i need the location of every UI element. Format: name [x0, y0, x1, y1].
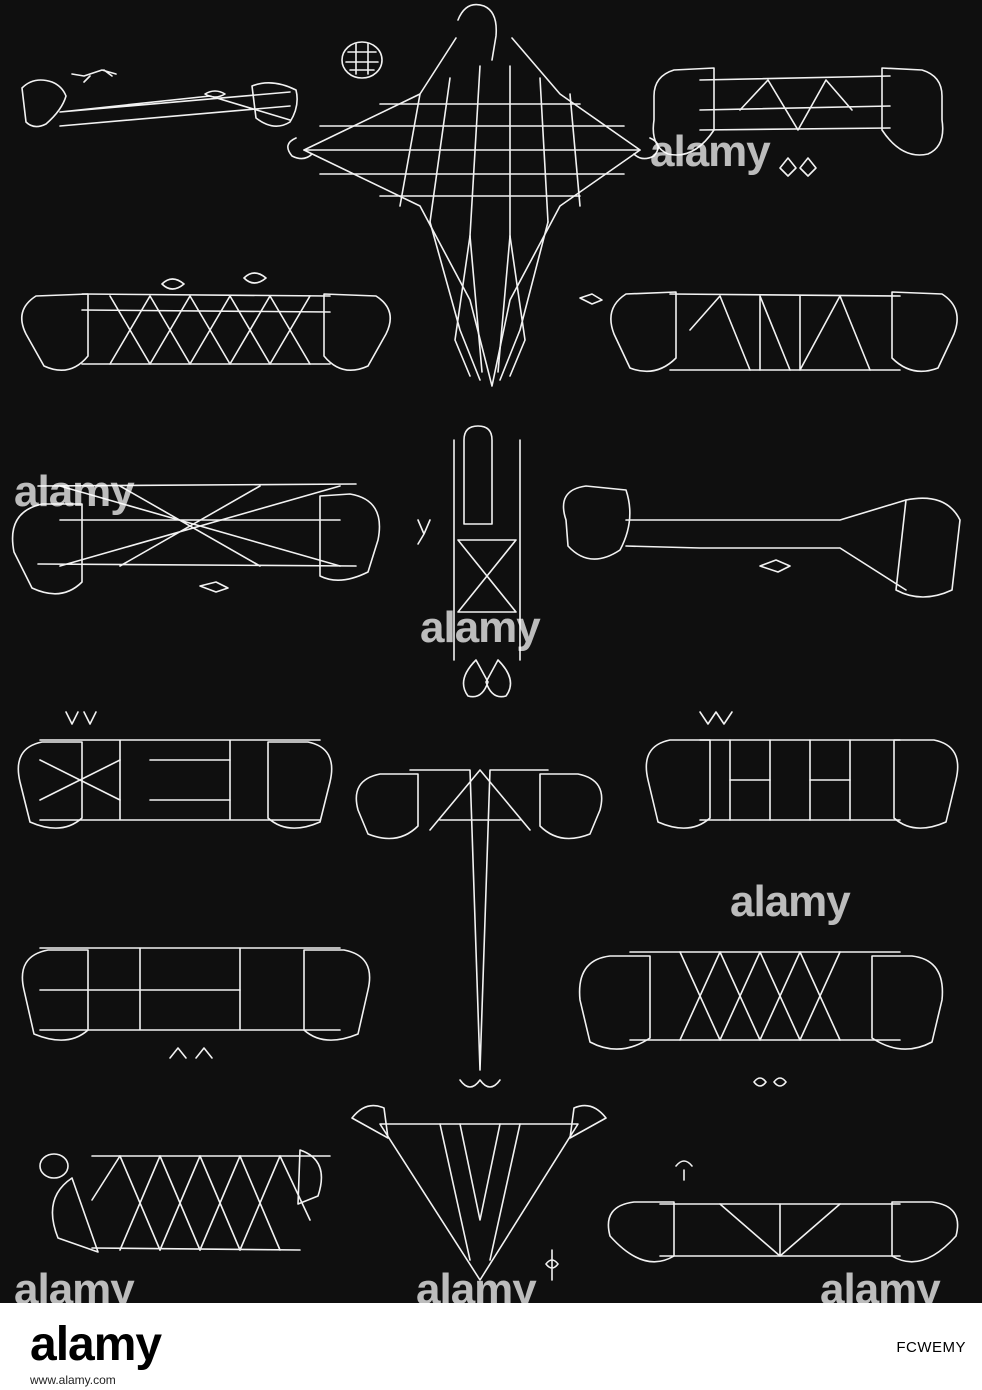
- left-hand-4: [610, 291, 677, 373]
- left-hand-10: [578, 955, 651, 1050]
- eye-symbols-2: [753, 1077, 787, 1087]
- turtle-shell-icon: [341, 41, 383, 79]
- turtle-shell-icon-2: [39, 1153, 69, 1179]
- eye-symbols: [161, 272, 267, 290]
- watermark: alamy: [420, 603, 541, 652]
- lizard-symbol-1: [71, 69, 117, 83]
- nose-lips: [459, 1079, 501, 1088]
- wave-symbol: [699, 711, 733, 725]
- watermark: alamy: [416, 1265, 537, 1304]
- stock-footer: alamy FCWEMY www.alamy.com: [0, 1303, 982, 1390]
- triangle-figure-2: [351, 1104, 607, 1281]
- string-figure-8: [645, 711, 959, 829]
- left-hand-5: [11, 503, 83, 595]
- bird-symbol-4: [169, 1047, 213, 1059]
- triangle-figure-1: [355, 769, 603, 1088]
- string-figure-2: [652, 67, 944, 177]
- footer-caption[interactable]: www.alamy.com: [30, 1373, 116, 1387]
- string-figure-5: [11, 483, 381, 595]
- bird-symbol-2: [417, 519, 431, 545]
- string-figure-12: [607, 1160, 959, 1263]
- string-figure-6: [562, 485, 961, 598]
- fish-symbol: [579, 293, 603, 305]
- left-hand-9: [21, 949, 89, 1041]
- net-figure: [287, 3, 659, 387]
- string-figure-1: [21, 69, 298, 128]
- watermark: alamy: [650, 127, 771, 176]
- bird-symbol-1: [779, 157, 817, 177]
- string-figure-11: [39, 1149, 331, 1253]
- watermark: alamy: [14, 467, 135, 516]
- bird-symbol-3: [759, 559, 791, 573]
- left-hand-8: [645, 739, 711, 829]
- plant-symbol: [65, 711, 97, 725]
- string-figure-9: [21, 947, 371, 1059]
- string-figures-drawing: [11, 3, 961, 1281]
- watermark: alamy: [730, 877, 851, 926]
- left-hand-7: [17, 741, 83, 829]
- string-figures-plate: alamy alamy alamy alamy alamy alamy alam…: [0, 0, 982, 1303]
- alamy-logo[interactable]: alamy: [30, 1318, 162, 1371]
- left-hand-12: [607, 1201, 675, 1263]
- left-hand-3: [20, 293, 89, 372]
- string-figure-3: [20, 272, 392, 372]
- string-figure-7: [17, 711, 333, 829]
- string-figure-10: [578, 951, 944, 1087]
- left-fist: [562, 485, 631, 560]
- left-hand-2: [652, 67, 715, 156]
- right-hand-1: [251, 82, 298, 127]
- watermark: alamy: [820, 1265, 941, 1304]
- hands-bottom: [462, 659, 512, 698]
- left-hand-1: [21, 79, 67, 128]
- vertical-string-figure: [417, 425, 521, 698]
- watermark: alamy: [14, 1265, 135, 1304]
- key-symbol: [545, 1249, 559, 1281]
- string-figure-4: [579, 291, 958, 373]
- bird-symbol-5: [675, 1160, 693, 1181]
- lizard-symbol-2: [199, 581, 229, 593]
- image-id-label: FCWEMY: [896, 1339, 966, 1356]
